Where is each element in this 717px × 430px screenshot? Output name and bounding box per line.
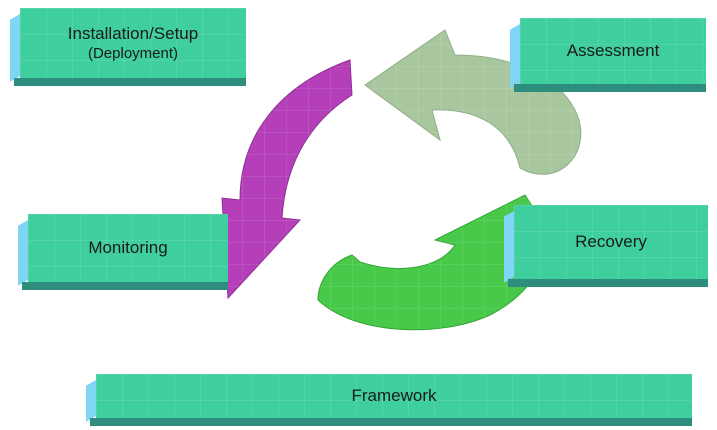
recovery-block: Recovery (504, 205, 708, 287)
block-bottom (22, 282, 228, 290)
monitoring-block: Monitoring (18, 214, 228, 290)
block-side (86, 380, 96, 422)
block-face: Monitoring (28, 214, 228, 282)
deployment-label: (Deployment) (87, 44, 178, 62)
block-bottom (90, 418, 692, 426)
block-face: Assessment (520, 18, 706, 84)
assessment-block: Assessment (510, 18, 706, 92)
block-side (504, 211, 514, 283)
installation-block: Installation/Setup (Deployment) (10, 8, 246, 86)
assessment-arrow (364, 29, 582, 175)
block-bottom (508, 279, 708, 287)
block-side (510, 24, 520, 88)
monitoring-label: Monitoring (88, 238, 168, 257)
block-bottom (14, 78, 246, 86)
block-side (10, 14, 20, 82)
framework-label: Framework (351, 386, 437, 405)
framework-block: Framework (86, 374, 692, 426)
block-side (18, 220, 28, 286)
block-bottom (514, 84, 706, 92)
block-face: Recovery (514, 205, 708, 279)
recovery-label: Recovery (575, 232, 647, 251)
monitoring-arrow (221, 59, 353, 300)
block-face: Framework (96, 374, 692, 418)
assessment-label: Assessment (566, 41, 660, 60)
block-face: Installation/Setup (Deployment) (20, 8, 246, 78)
installation-label: Installation/Setup (67, 23, 199, 43)
